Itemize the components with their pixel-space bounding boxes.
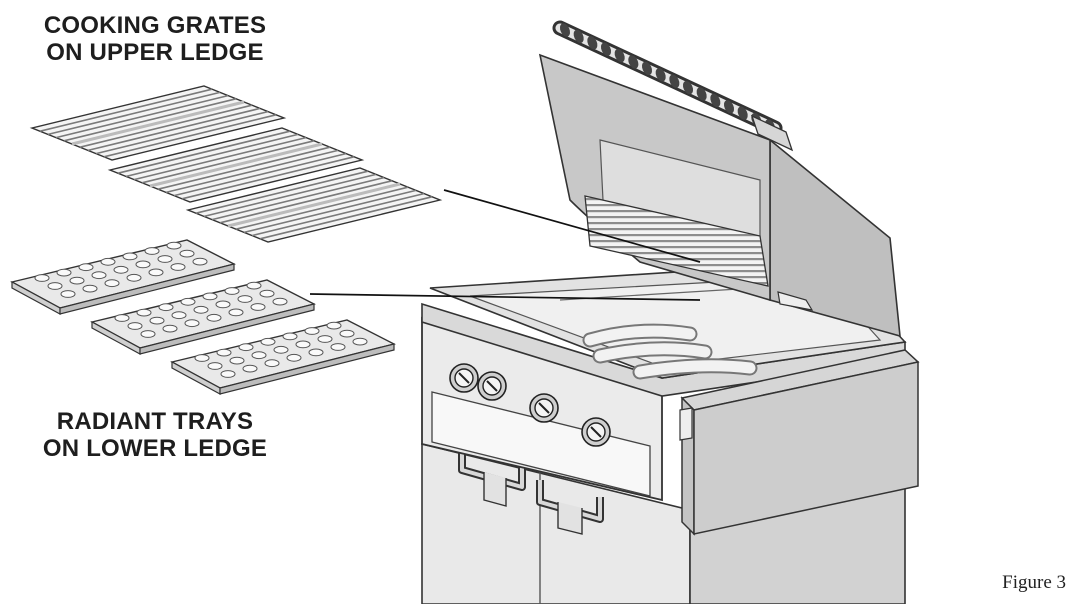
cooking-grate [107,127,365,203]
hood-handle-ring [614,48,625,63]
hood-handle-ring [723,100,735,114]
hood-handle-ring [641,61,653,76]
control-knobs [449,363,611,447]
hood-handle-ring [628,55,639,69]
cooking-grates-callout-line2: ON UPPER LEDGE [46,39,264,66]
right-door-handle [536,480,604,535]
cooking-grate [185,167,443,243]
control-knob[interactable] [477,371,507,401]
warming-rack [584,195,769,287]
side-shelf-latch [679,407,693,441]
hood-handle-ring [559,23,571,37]
hood-handle-ring [669,74,680,88]
cooking-grate [29,85,287,161]
hood-handle-ring [737,106,748,120]
radiant-trays-callout-line2: ON LOWER LEDGE [42,435,268,462]
hood-handle-ring [710,93,721,108]
radiant-trays-callout: RADIANT TRAYS ON LOWER LEDGE [20,408,290,462]
control-knob[interactable] [581,417,611,447]
cooking-grates [29,85,443,243]
radiant-tray [10,239,236,316]
radiant-trays-callout-line1: RADIANT TRAYS [56,408,254,435]
burners [582,323,758,380]
hood-handle-ring [573,29,584,44]
hood-handle-ring [587,36,598,50]
hood-handle-ring [655,68,666,82]
cooking-grates-callout-line1: COOKING GRATES [43,12,267,39]
grates-leader-line [443,189,701,263]
hood-handle-bracket [750,114,794,152]
cooking-grates-callout: COOKING GRATES ON UPPER LEDGE [20,12,290,66]
left-door-handle [458,448,526,507]
side-shelf-face [693,361,919,535]
hood-handle [552,20,783,136]
rotisserie-bracket [777,291,814,311]
control-panel-front-strip [431,391,651,497]
radiant-tray [170,319,396,396]
trays-leader-line [309,293,701,301]
hood-handle-ring [696,87,707,101]
radiant-trays [10,239,396,396]
radiant-tray [90,279,316,356]
control-knob[interactable] [529,393,559,423]
figure-label: Figure 3 [1002,572,1066,593]
grill [421,20,920,604]
control-knob[interactable] [449,363,479,393]
hood-handle-ring [600,42,612,56]
hood-handle-ring [682,80,694,95]
